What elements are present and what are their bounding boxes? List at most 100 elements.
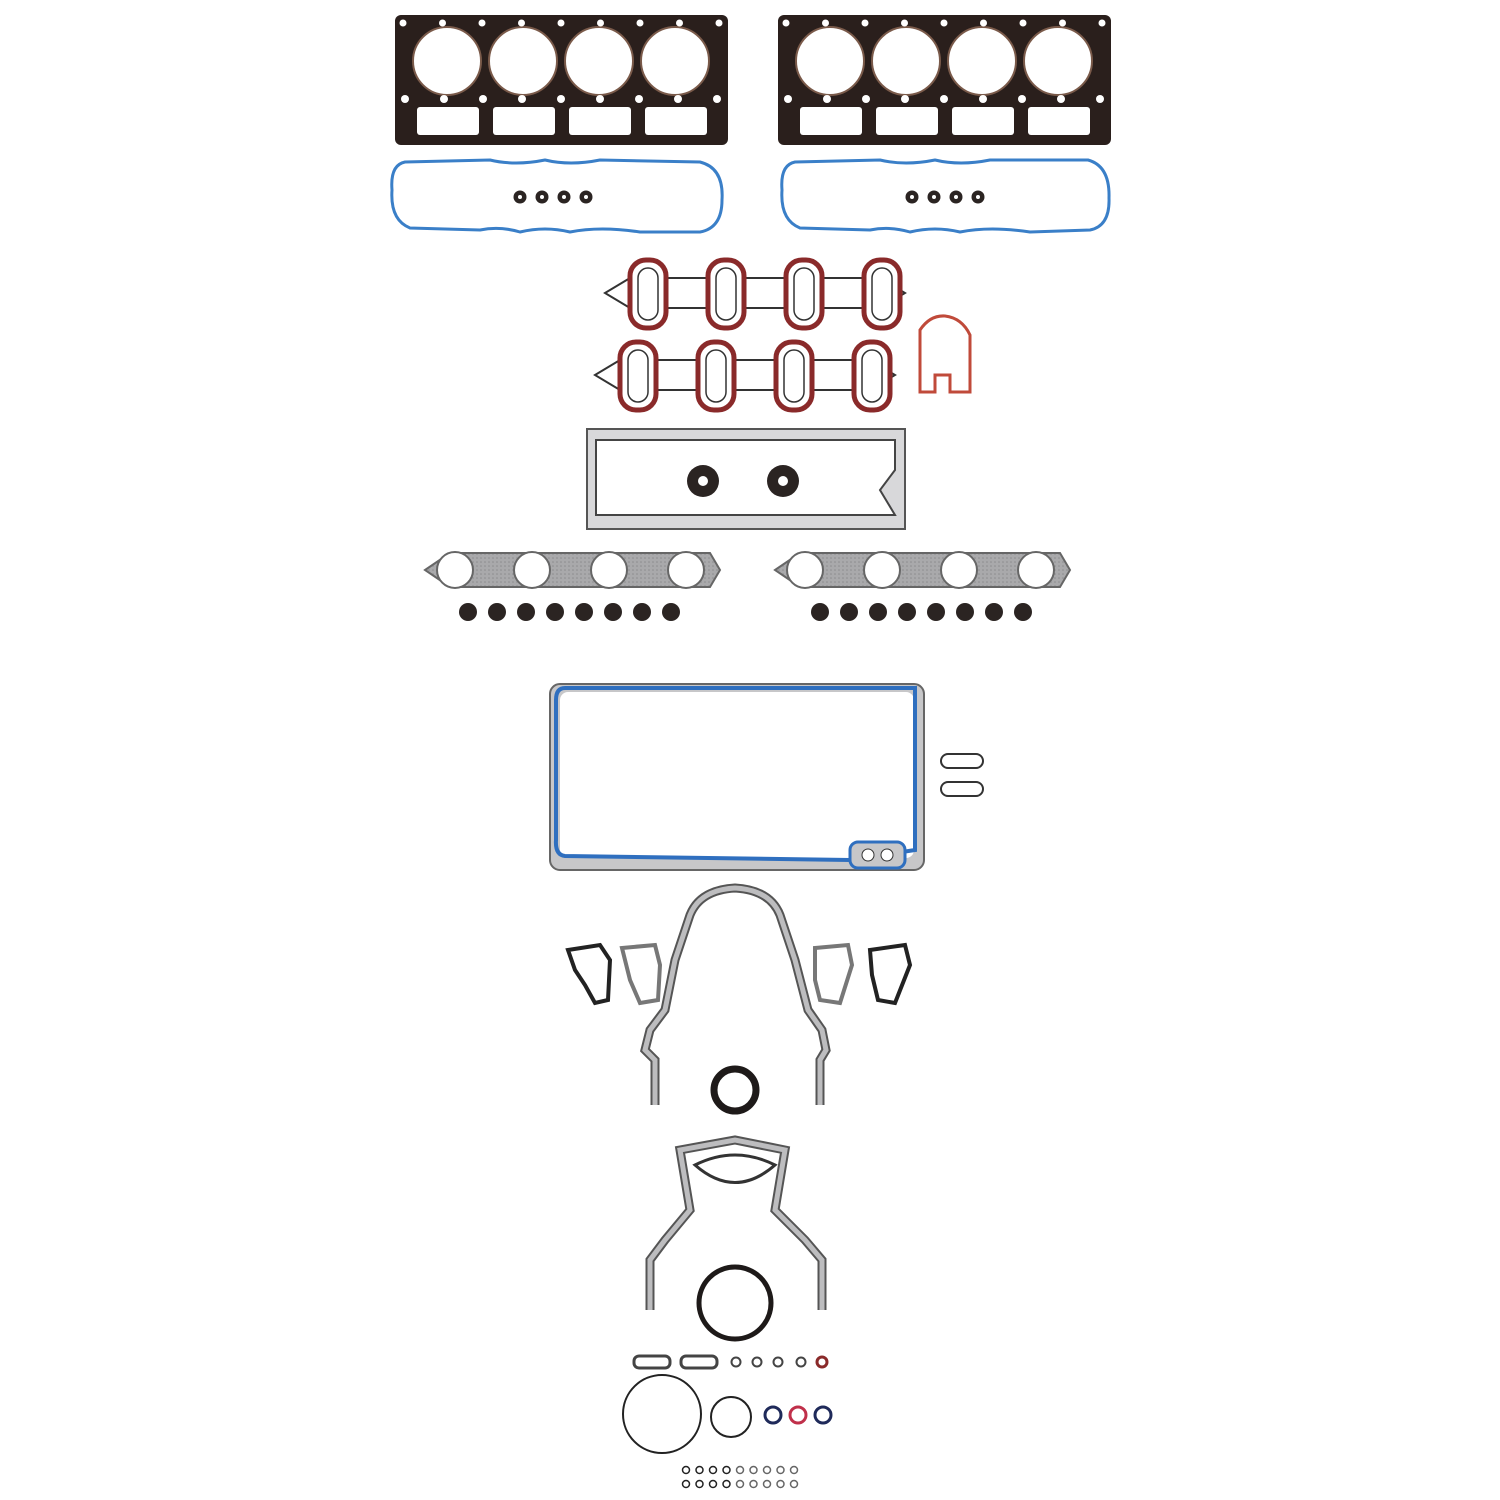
valve-stem-seal <box>1014 603 1032 621</box>
valve-cover-gasket-right <box>780 158 1111 234</box>
bolt-hole <box>940 95 948 103</box>
bolt-hole <box>823 95 831 103</box>
intake-manifold-gasket-lower <box>593 339 897 413</box>
valve-stem-seal <box>488 603 506 621</box>
cylinder-head-gasket-right <box>778 15 1111 145</box>
intake-port <box>715 267 737 321</box>
intake-manifold-gasket-upper <box>603 257 907 331</box>
grommet-hole <box>584 195 588 199</box>
intake-port <box>861 349 883 403</box>
tiny-o-ring <box>776 1465 785 1475</box>
cylinder-head-gasket-left <box>395 15 728 145</box>
bolt-hole <box>478 19 486 27</box>
bolt-hole <box>713 95 721 103</box>
tiny-o-ring <box>762 1465 772 1475</box>
cylinder-bore <box>564 26 634 96</box>
bolt-hole <box>557 95 565 103</box>
intake-port <box>637 267 659 321</box>
bolt-hole <box>635 95 643 103</box>
bolt-hole <box>479 95 487 103</box>
exhaust-port <box>590 551 628 589</box>
intake-port <box>871 267 893 321</box>
small-o-ring <box>815 1355 829 1369</box>
tiny-o-ring <box>762 1479 772 1489</box>
bolt-hole <box>822 19 829 27</box>
rear-cover-gasket <box>645 1135 827 1310</box>
coolant-passage <box>569 107 631 135</box>
grommet-hole <box>976 195 980 199</box>
grommet-hole <box>518 195 522 199</box>
small-o-ring <box>751 1356 763 1368</box>
bolt-hole <box>399 19 407 27</box>
bolt-hole <box>439 19 446 27</box>
cylinder-bore <box>640 26 710 96</box>
valve-stem-seal <box>546 603 564 621</box>
bolt-hole <box>440 95 448 103</box>
cylinder-bore <box>488 26 558 96</box>
bolt-hole <box>782 19 790 27</box>
small-o-ring <box>772 1356 784 1368</box>
valve-stem-seal <box>985 603 1003 621</box>
tiny-o-ring <box>735 1479 745 1489</box>
tiny-o-ring <box>722 1465 731 1475</box>
cylinder-bore <box>871 26 941 96</box>
cylinder-bore <box>1023 26 1093 96</box>
bolt-hole <box>1059 19 1066 27</box>
bolt-hole <box>979 95 987 103</box>
exhaust-port <box>863 551 901 589</box>
bolt-hole <box>401 95 409 103</box>
valve-stem-seal <box>840 603 858 621</box>
bolt-hole <box>1018 95 1026 103</box>
bolt-hole <box>518 19 525 27</box>
bolt-hole <box>1096 95 1104 103</box>
tiny-o-ring <box>735 1465 745 1475</box>
bolt-hole <box>861 19 869 27</box>
front-timing-cover-gasket <box>640 883 831 1105</box>
coolant-passage <box>952 107 1014 135</box>
intake-port <box>627 349 649 403</box>
tiny-o-ring <box>681 1479 691 1489</box>
miscellaneous-gaskets-and-o-rings <box>622 1354 833 1489</box>
intake-port <box>705 349 727 403</box>
valve-stem-seal <box>898 603 916 621</box>
valve-stem-seal <box>927 603 945 621</box>
grommet-hole <box>954 195 958 199</box>
grommet-hole <box>540 195 544 199</box>
bolt-hole <box>636 19 644 27</box>
valve-stem-seal <box>517 603 535 621</box>
tiny-o-ring <box>776 1479 785 1489</box>
intake-port <box>793 267 815 321</box>
valve-cover-gasket-left <box>390 158 724 234</box>
exhaust-port <box>667 551 705 589</box>
oil-pan-gasket <box>549 683 925 871</box>
valve-stem-seal <box>633 603 651 621</box>
bolt-hole <box>597 19 604 27</box>
valve-stem-seal <box>575 603 593 621</box>
tiny-o-ring <box>695 1465 704 1475</box>
tiny-o-ring <box>789 1479 799 1489</box>
coolant-passage <box>493 107 555 135</box>
grommet-hole <box>910 195 914 199</box>
coolant-passage <box>800 107 862 135</box>
cylinder-bore <box>795 26 865 96</box>
bolt-hole <box>1019 19 1027 27</box>
bolt-hole <box>980 19 987 27</box>
valve-stem-seal <box>662 603 680 621</box>
cylinder-bore <box>412 26 482 96</box>
grommet-hole <box>562 195 566 199</box>
cylinder-bore <box>947 26 1017 96</box>
coolant-passage <box>1028 107 1090 135</box>
water-pump-gaskets <box>565 942 913 1006</box>
valve-stem-seal <box>459 603 477 621</box>
exhaust-port <box>786 551 824 589</box>
valve-stem-seal <box>956 603 974 621</box>
bolt-hole <box>1057 95 1065 103</box>
rear-main-seal <box>696 1264 774 1342</box>
valve-stem-seal <box>604 603 622 621</box>
tiny-o-ring <box>749 1479 758 1489</box>
bolt-hole <box>596 95 604 103</box>
throttle-body-gasket <box>918 314 972 394</box>
valve-stem-seals <box>459 603 1032 621</box>
coolant-passage <box>417 107 479 135</box>
